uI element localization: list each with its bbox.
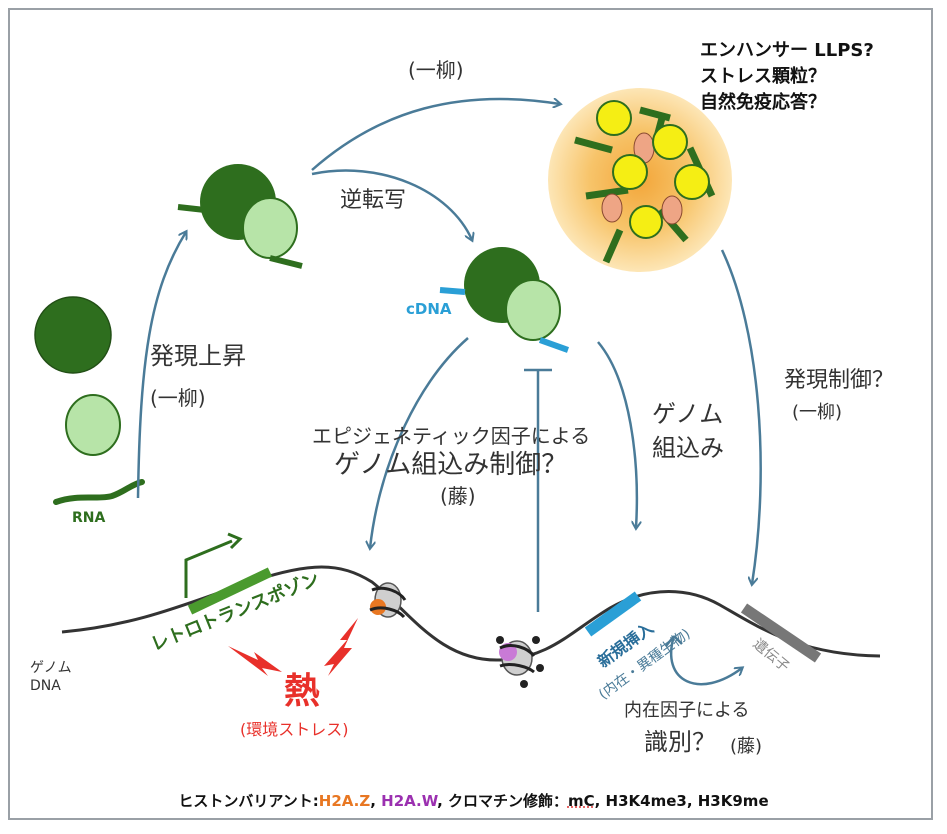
rna-strand: [53, 479, 145, 505]
epigenetic-author: (藤): [440, 484, 476, 508]
nucleosome-icon: [369, 582, 407, 619]
label-recognition-by: 内在因子による: [624, 700, 750, 721]
label-epigenetic-line1: エピジェネティック因子による: [312, 424, 591, 448]
granule-arrow-author: (一柳): [408, 58, 464, 82]
label-rna: RNA: [72, 510, 106, 526]
rnp-rna-tail: [269, 255, 303, 269]
reverse-transcription-arrow: [311, 169, 472, 240]
label-epigenetic-line2: ゲノム組込み制御？: [334, 450, 568, 480]
lightning-icon: [228, 646, 282, 676]
epigenetic-control-arrow: [370, 337, 469, 548]
label-innate-immunity: 自然免疫応答？: [700, 92, 826, 113]
cdna-orf2: [505, 279, 561, 341]
cdna-strand: [439, 287, 466, 295]
recognition-arrow: [669, 635, 742, 686]
rnp-orf2-top: [242, 197, 298, 259]
gene-segment: [740, 603, 822, 663]
label-reverse-transcription: 逆転写: [340, 188, 407, 213]
footer-suffix: , H3K4me3, H3K9me: [594, 792, 769, 810]
lightning-icon: [324, 618, 358, 676]
llps-granule: [548, 88, 732, 272]
label-genome-integration-2: 組込み: [652, 434, 724, 462]
retrotransposon-segment: [187, 567, 273, 615]
expression-up-arrow: [136, 232, 186, 499]
orf1-protein-circle: [34, 296, 112, 374]
footer-sep: ,: [370, 792, 382, 810]
label-stress-granule: ストレス顆粒？: [700, 66, 826, 87]
start-arrowhead: [227, 532, 243, 550]
footer-prefix: ヒストンバリアント:: [178, 792, 319, 810]
label-expression-control: 発現制御？: [784, 368, 895, 393]
footer-mc: mC: [567, 792, 595, 810]
recognition-arrow-tail: [665, 635, 683, 647]
new-insertion-segment: [584, 591, 642, 637]
expression-up-author: (一柳): [150, 386, 206, 410]
label-cdna: cDNA: [406, 300, 452, 318]
label-heat: 熱: [284, 671, 321, 712]
footer-h2aw: H2A.W: [381, 792, 438, 810]
label-enhancer-llps: エンハンサー LLPS?: [700, 40, 874, 61]
footer-middle: , クロマチン修飾：: [437, 792, 568, 810]
to-granule-arrow: [311, 97, 560, 171]
label-recognition: 識別？: [644, 728, 716, 756]
label-env-stress: (環境ストレス): [240, 720, 349, 739]
label-genome-integration-1: ゲノム: [652, 400, 724, 428]
recognition-author: (藤): [730, 736, 763, 757]
expression-control-author: (一柳): [792, 402, 843, 423]
expression-control-arrow: [720, 249, 762, 584]
label-genome-dna-1: ゲノム: [30, 660, 72, 676]
orf2-protein-ellipse: [65, 394, 121, 456]
start-arrow-icon: [184, 539, 233, 598]
footer-h2az: H2A.Z: [318, 792, 371, 810]
cdna-strand: [538, 337, 570, 353]
label-expression-up: 発現上昇: [150, 342, 246, 370]
rnp-rna-tail: [177, 204, 206, 213]
label-genome-dna-2: DNA: [30, 678, 61, 694]
genome-integration-arrow: [597, 341, 637, 528]
nucleosome-icon: [496, 636, 544, 688]
footer-line: ヒストンバリアント:H2A.Z, H2A.W, クロマチン修飾：mC, H3K4…: [0, 790, 947, 811]
figure-frame: [8, 8, 933, 820]
